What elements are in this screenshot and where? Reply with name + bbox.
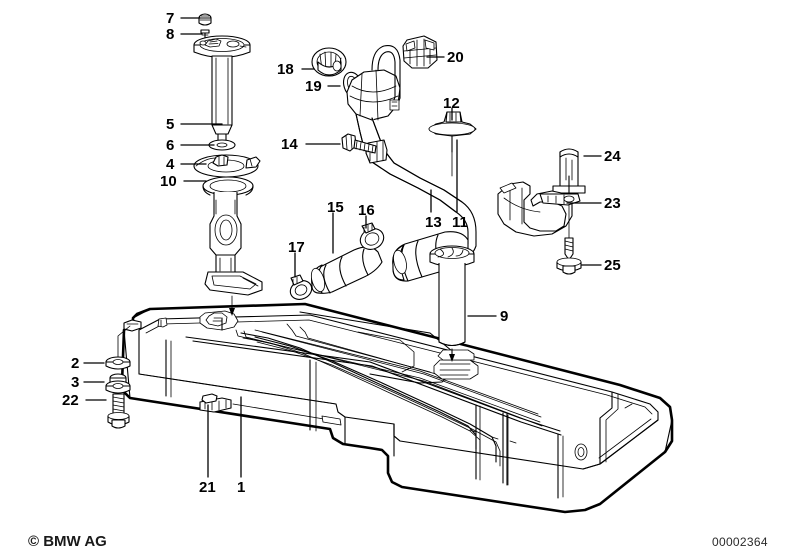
callout-number-7: 7 bbox=[166, 10, 175, 27]
hose-clamp-upper-16 bbox=[359, 222, 385, 250]
support-bracket-23 bbox=[497, 181, 581, 237]
callout-number-14: 14 bbox=[281, 136, 298, 153]
callout-number-12: 12 bbox=[443, 95, 460, 112]
self-tapping-screw-25 bbox=[556, 204, 582, 275]
sender-mounting-foot bbox=[204, 271, 263, 296]
callout-number-2: 2 bbox=[71, 355, 80, 372]
callout-number-11: 11 bbox=[452, 214, 468, 231]
callout-number-22: 22 bbox=[62, 392, 79, 409]
washer-lower-3 bbox=[105, 373, 131, 394]
callout-number-17: 17 bbox=[288, 239, 305, 256]
callout-number-9: 9 bbox=[500, 308, 509, 325]
callout-number-20: 20 bbox=[447, 49, 464, 66]
callout-number-25: 25 bbox=[604, 257, 621, 274]
callout-number-19: 19 bbox=[305, 78, 322, 95]
callout-number-24: 24 bbox=[604, 148, 621, 165]
sealing-gasket-ring-10 bbox=[202, 176, 254, 196]
callout-number-4: 4 bbox=[166, 156, 175, 173]
sender-flange-plate bbox=[193, 35, 251, 59]
filler-neck-bracket-20 bbox=[402, 35, 438, 69]
callout-number-16: 16 bbox=[358, 202, 375, 219]
callout-number-5: 5 bbox=[166, 116, 175, 133]
copyright-notice: © BMW AG bbox=[28, 533, 107, 550]
callout-number-6: 6 bbox=[166, 137, 175, 154]
fuel-level-sensor-tube-5 bbox=[211, 55, 233, 143]
fuel-pump-cylinder-9 bbox=[429, 245, 475, 362]
hex-head-screw-14 bbox=[341, 133, 377, 154]
rubber-mount-bush-12 bbox=[428, 111, 477, 153]
vent-hose-15 bbox=[310, 246, 383, 294]
tank-bracket-tab-21 bbox=[199, 393, 232, 413]
pump-body-lower bbox=[209, 192, 242, 273]
stud-bolt-8 bbox=[200, 29, 210, 41]
tank-mount-hardware-group bbox=[105, 325, 131, 429]
vent-hose-group bbox=[289, 222, 385, 300]
fuel-sender-assembly-group bbox=[193, 13, 263, 316]
filler-neck-assembly-group bbox=[311, 35, 477, 282]
callout-number-8: 8 bbox=[166, 26, 175, 43]
hose-clamp-lower-17 bbox=[289, 274, 313, 300]
filler-neck-body bbox=[346, 45, 401, 121]
callout-number-18: 18 bbox=[277, 61, 294, 78]
callout-number-3: 3 bbox=[71, 374, 80, 391]
rubber-buffer-block-24 bbox=[552, 148, 586, 211]
mounting-bolt-22 bbox=[107, 393, 130, 429]
rubber-grommet-upper-2 bbox=[105, 356, 131, 370]
callout-number-10: 10 bbox=[160, 173, 177, 190]
fuel-filler-cap-18 bbox=[311, 47, 347, 77]
callout-number-21: 21 bbox=[199, 479, 216, 496]
retaining-ring-lock-4 bbox=[193, 154, 261, 178]
callout-number-13: 13 bbox=[425, 214, 442, 231]
callout-number-23: 23 bbox=[604, 195, 621, 212]
drawing-number: 00002364 bbox=[712, 535, 768, 549]
callout-number-1: 1 bbox=[237, 479, 246, 496]
cap-nut-7 bbox=[198, 13, 212, 26]
bracket-assembly-group bbox=[497, 148, 586, 275]
callout-leader-lines bbox=[83, 17, 602, 478]
callout-number-15: 15 bbox=[327, 199, 344, 216]
